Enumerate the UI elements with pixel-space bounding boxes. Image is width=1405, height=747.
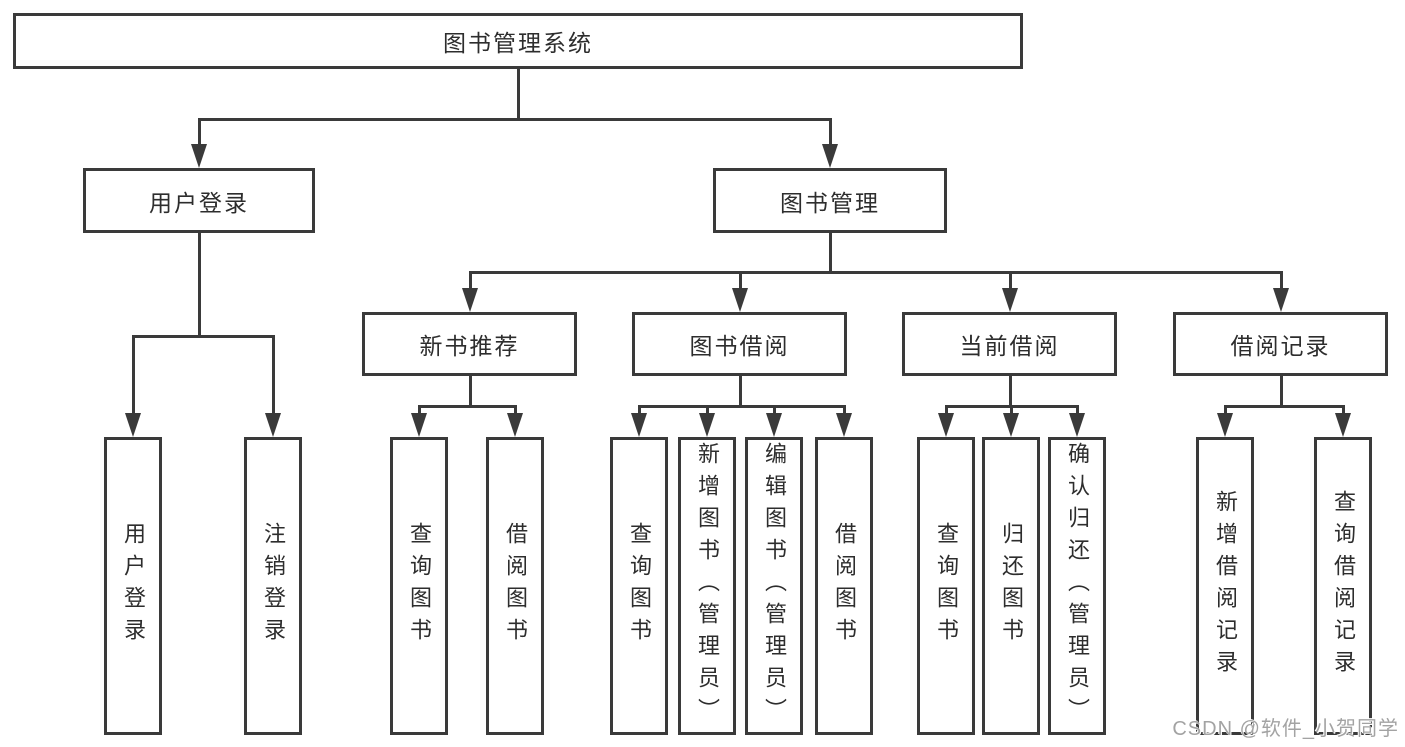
- connector-to-leaf: [1075, 406, 1079, 415]
- connector-to-leaf: [513, 406, 517, 415]
- connector-to-book-management: [828, 119, 832, 146]
- node-label: 图书管理: [780, 189, 880, 216]
- leaf-label: 查询图书: [627, 522, 652, 650]
- connector-to-leaf: [1223, 406, 1227, 415]
- connector-to-group: [738, 272, 742, 290]
- node-current-borrowing: 当前借阅: [902, 312, 1117, 376]
- node-label: 用户登录: [149, 189, 249, 216]
- connector-user-login-drop: [197, 233, 201, 336]
- arrowhead-down-icon: [1003, 413, 1019, 437]
- node-book-borrowing: 图书借阅: [632, 312, 847, 376]
- leaf-label: 归还图书: [999, 522, 1024, 650]
- arrowhead-down-icon: [191, 144, 207, 168]
- node-library-management-system: 图书管理系统: [13, 13, 1023, 69]
- arrowhead-down-icon: [507, 413, 523, 437]
- connector-to-leaf: [1341, 406, 1345, 415]
- connector-level3-rail: [468, 270, 1283, 274]
- node-label: 图书管理系统: [443, 30, 593, 56]
- leaf-query-books: 查询图书: [917, 437, 975, 735]
- connector-to-leaf: [637, 406, 641, 415]
- leaf-label: 查询图书: [934, 522, 959, 650]
- node-label: 当前借阅: [959, 333, 1060, 359]
- leaf-add-book-admin: 新增图书（管理员）: [678, 437, 736, 735]
- leaf-label: 确认归还（管理员）: [1065, 442, 1090, 730]
- leaf-label: 新增借阅记录: [1213, 490, 1238, 682]
- leaf-add-borrow-record: 新增借阅记录: [1196, 437, 1254, 735]
- watermark: CSDN @软件_小贺同学: [1172, 718, 1399, 740]
- arrowhead-down-icon: [125, 413, 141, 437]
- connector-to-leaf: [772, 406, 776, 415]
- node-label: 新书推荐: [419, 333, 520, 359]
- arrowhead-down-icon: [462, 288, 478, 312]
- connector-to-leaf: [842, 406, 846, 415]
- node-book-management: 图书管理: [713, 168, 947, 233]
- connector-to-leaf: [417, 406, 421, 415]
- connector-group-drop: [1008, 376, 1012, 406]
- arrowhead-down-icon: [265, 413, 281, 437]
- leaf-query-borrow-record: 查询借阅记录: [1314, 437, 1372, 735]
- connector-level2-rail: [197, 117, 832, 121]
- leaf-borrow-books: 借阅图书: [815, 437, 873, 735]
- leaf-label: 借阅图书: [503, 522, 528, 650]
- connector-to-leaf: [1009, 406, 1013, 415]
- node-new-book-recommendation: 新书推荐: [362, 312, 577, 376]
- leaf-label: 借阅图书: [832, 522, 857, 650]
- node-label: 借阅记录: [1230, 333, 1331, 359]
- arrowhead-down-icon: [1069, 413, 1085, 437]
- leaf-edit-book-admin: 编辑图书（管理员）: [745, 437, 803, 735]
- connector-to-group: [468, 272, 472, 290]
- leaf-borrow-books: 借阅图书: [486, 437, 544, 735]
- leaf-label: 注销登录: [261, 522, 286, 650]
- connector-group-rail: [1223, 404, 1345, 408]
- leaf-query-books: 查询图书: [610, 437, 668, 735]
- connector-to-leaf: [271, 336, 275, 415]
- arrowhead-down-icon: [1217, 413, 1233, 437]
- arrowhead-down-icon: [1273, 288, 1289, 312]
- connector-book-mgmt-drop: [828, 233, 832, 272]
- leaf-label: 用户登录: [121, 522, 146, 650]
- connector-to-group: [1008, 272, 1012, 290]
- arrowhead-down-icon: [1335, 413, 1351, 437]
- connector-group-drop: [468, 376, 472, 406]
- leaf-confirm-return-admin: 确认归还（管理员）: [1048, 437, 1106, 735]
- arrowhead-down-icon: [836, 413, 852, 437]
- leaf-return-books: 归还图书: [982, 437, 1040, 735]
- leaf-label: 查询图书: [407, 522, 432, 650]
- connector-group-rail: [637, 404, 846, 408]
- arrowhead-down-icon: [1002, 288, 1018, 312]
- connector-to-leaf: [705, 406, 709, 415]
- connector-group-drop: [738, 376, 742, 406]
- connector-to-user-login: [197, 119, 201, 146]
- connector-to-group: [1279, 272, 1283, 290]
- arrowhead-down-icon: [938, 413, 954, 437]
- connector-group-rail: [417, 404, 517, 408]
- connector-user-login-rail: [131, 334, 275, 338]
- node-label: 图书借阅: [689, 333, 790, 359]
- leaf-label: 查询借阅记录: [1331, 490, 1356, 682]
- connector-to-leaf: [131, 336, 135, 415]
- arrowhead-down-icon: [411, 413, 427, 437]
- node-borrowing-records: 借阅记录: [1173, 312, 1388, 376]
- leaf-query-books: 查询图书: [390, 437, 448, 735]
- arrowhead-down-icon: [822, 144, 838, 168]
- leaf-label: 新增图书（管理员）: [695, 442, 720, 730]
- leaf-logout: 注销登录: [244, 437, 302, 735]
- arrowhead-down-icon: [766, 413, 782, 437]
- connector-to-leaf: [944, 406, 948, 415]
- connector-root-drop: [516, 69, 520, 119]
- connector-group-drop: [1279, 376, 1283, 406]
- arrowhead-down-icon: [699, 413, 715, 437]
- arrowhead-down-icon: [732, 288, 748, 312]
- arrowhead-down-icon: [631, 413, 647, 437]
- node-user-login: 用户登录: [83, 168, 315, 233]
- leaf-user-login: 用户登录: [104, 437, 162, 735]
- leaf-label: 编辑图书（管理员）: [762, 442, 787, 730]
